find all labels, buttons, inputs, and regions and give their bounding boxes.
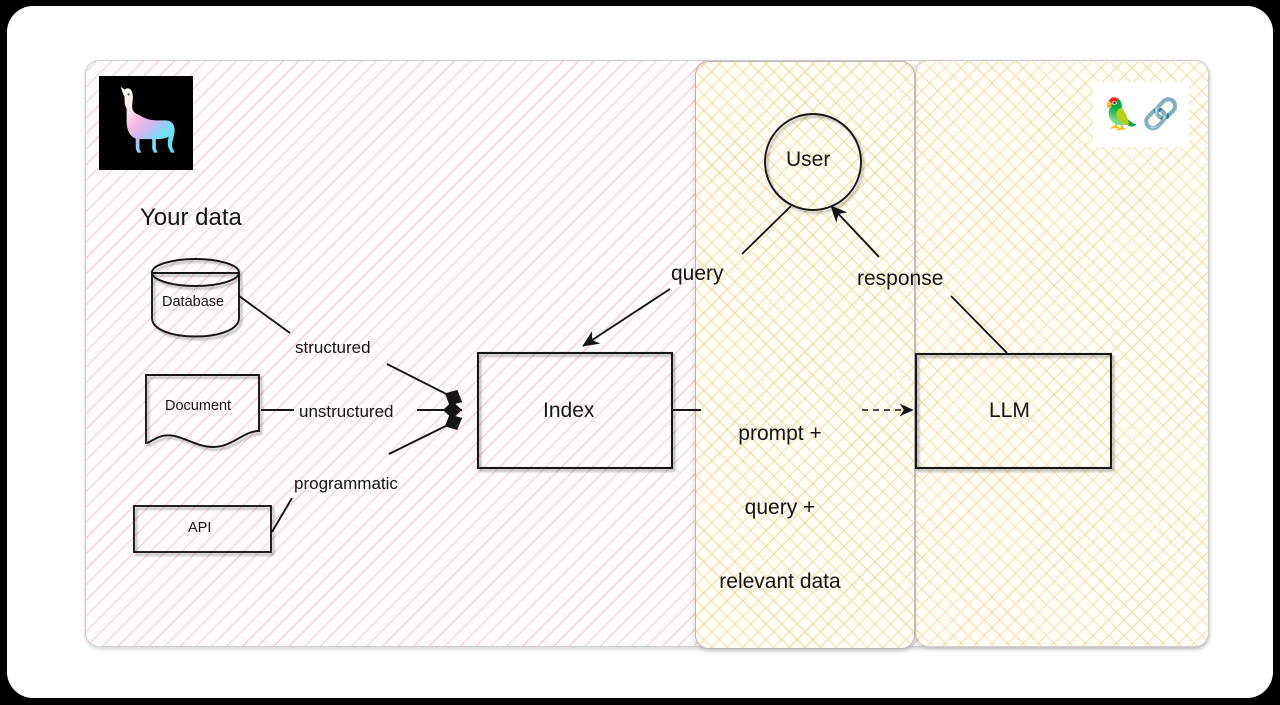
node-label-index: Index (543, 399, 595, 422)
node-label-llm: LLM (989, 399, 1030, 422)
prompt-line-2: query + (744, 495, 816, 519)
edge-label-prompt-query-relevant-data: prompt + query + relevant data (705, 372, 855, 644)
edge-label-query: query (671, 262, 724, 285)
node-label-database: Database (162, 294, 225, 310)
edge-label-programmatic: programmatic (294, 474, 398, 493)
edge-label-response: response (857, 267, 944, 290)
node-label-api: API (188, 520, 212, 536)
node-label-user: User (786, 148, 831, 171)
prompt-line-1: prompt + (738, 421, 822, 445)
node-label-document: Document (165, 398, 232, 414)
parrot-chain-logo-icon: 🦜 🔗 (1093, 82, 1189, 147)
parrot-icon: 🦜 (1102, 97, 1140, 131)
prompt-line-3: relevant data (719, 570, 841, 594)
panel-langchain (915, 60, 1209, 647)
llama-logo-icon (99, 76, 193, 170)
edge-label-unstructured: unstructured (299, 402, 394, 421)
edge-label-structured: structured (295, 338, 371, 357)
diagram-canvas: 🦜 🔗 (7, 6, 1273, 698)
chain-link-icon: 🔗 (1142, 97, 1180, 131)
page-title: Your data (140, 204, 242, 231)
